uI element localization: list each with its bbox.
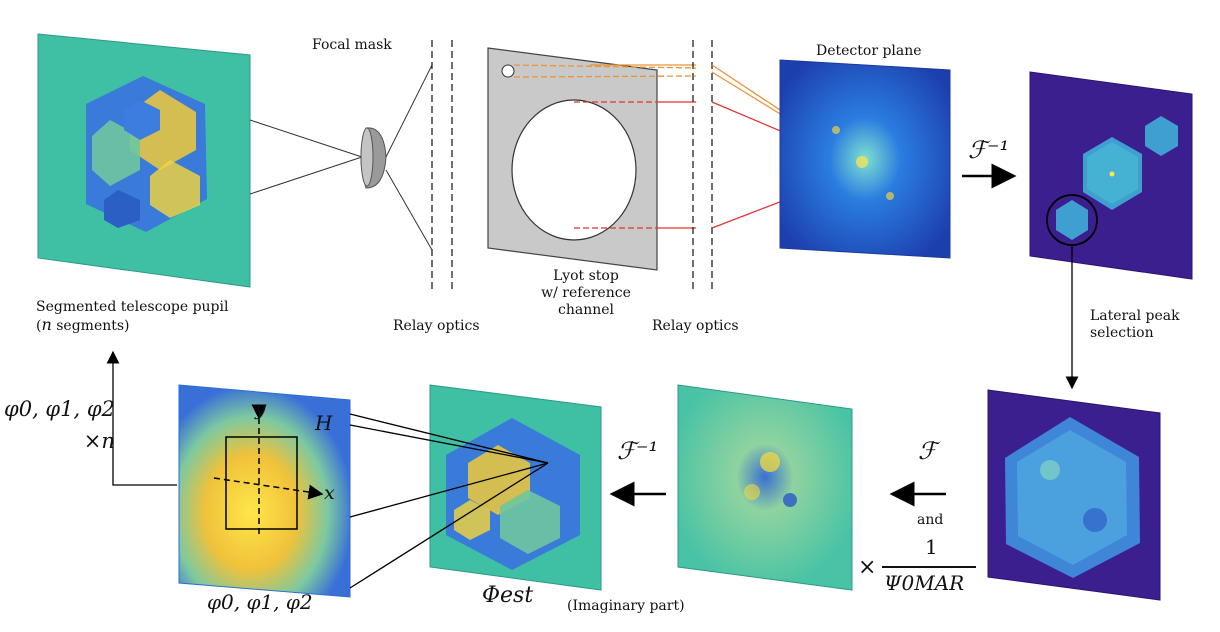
fraction-denominator: Ψ0MAR (884, 571, 965, 595)
axis-x-label: x (324, 482, 335, 504)
segmented-pupil-hexagons (86, 76, 207, 232)
fraction-bar (882, 566, 976, 568)
selection-box (225, 436, 298, 530)
imaginary-part-label: (Imaginary part) (567, 598, 685, 614)
phis-bottom-label: φ0, φ1, φ2 (207, 590, 313, 614)
tip-tilt-panel (178, 384, 351, 598)
phis-left-line2: ×n (83, 429, 115, 453)
lateral-peak-label-line2: selection (1090, 325, 1154, 341)
relay-optics-right-planes (692, 40, 713, 290)
focal-mask-label: Focal mask (312, 37, 392, 53)
lyot-stop-label: Lyot stop w/ reference channel (521, 268, 651, 319)
selected-peak-panel (987, 389, 1161, 601)
pupil-label: Segmented telescope pupil (n segments) (36, 299, 228, 335)
reference-channel-hole (501, 64, 515, 78)
pupil-label-line2: segments) (51, 318, 130, 334)
detector-plane-panel (779, 59, 951, 259)
phi-est-panel (429, 384, 602, 591)
lyot-stop-label-line1: Lyot stop (553, 268, 619, 284)
feedback-arrow (106, 350, 177, 486)
inverse-fourier-top-label: ℱ⁻¹ (968, 136, 1010, 164)
phi-est-label: Φest (482, 583, 534, 608)
relay-optics-left-planes (431, 40, 453, 290)
segmented-pupil-panel (37, 33, 251, 288)
imaginary-part-panel (677, 384, 853, 591)
phis-left-label: φ0, φ1, φ2 ×n (4, 393, 115, 457)
fraction-prefix: × (858, 555, 877, 580)
lyot-rays (513, 64, 697, 229)
relay-optics-left-label: Relay optics (393, 318, 480, 334)
lateral-peak-label: Lateral peak selection (1090, 308, 1180, 342)
phis-left-line1: φ0, φ1, φ2 (4, 397, 115, 421)
fourier-label: ℱ (918, 437, 937, 465)
zoom-lines (349, 413, 549, 589)
pupil-label-paren: ( (36, 318, 42, 334)
and-label: and (917, 512, 944, 528)
fraction-numerator: 1 (925, 535, 938, 559)
pupil-label-var: n (41, 315, 52, 334)
relay-optics-right-label: Relay optics (652, 318, 739, 334)
inverse-fourier-bottom-label: ℱ⁻¹ (617, 437, 659, 465)
pupil-label-line1: Segmented telescope pupil (36, 299, 229, 315)
detector-plane-label: Detector plane (816, 43, 922, 59)
otf-panel (1029, 71, 1193, 280)
lateral-peak-label-line1: Lateral peak (1090, 308, 1180, 324)
focal-mask-lens (360, 127, 387, 189)
lyot-stop-plate (487, 47, 658, 271)
axis-h-label: H (315, 411, 333, 435)
axis-y-label: y (255, 398, 266, 420)
lyot-stop-label-line2: w/ reference channel (541, 285, 631, 318)
